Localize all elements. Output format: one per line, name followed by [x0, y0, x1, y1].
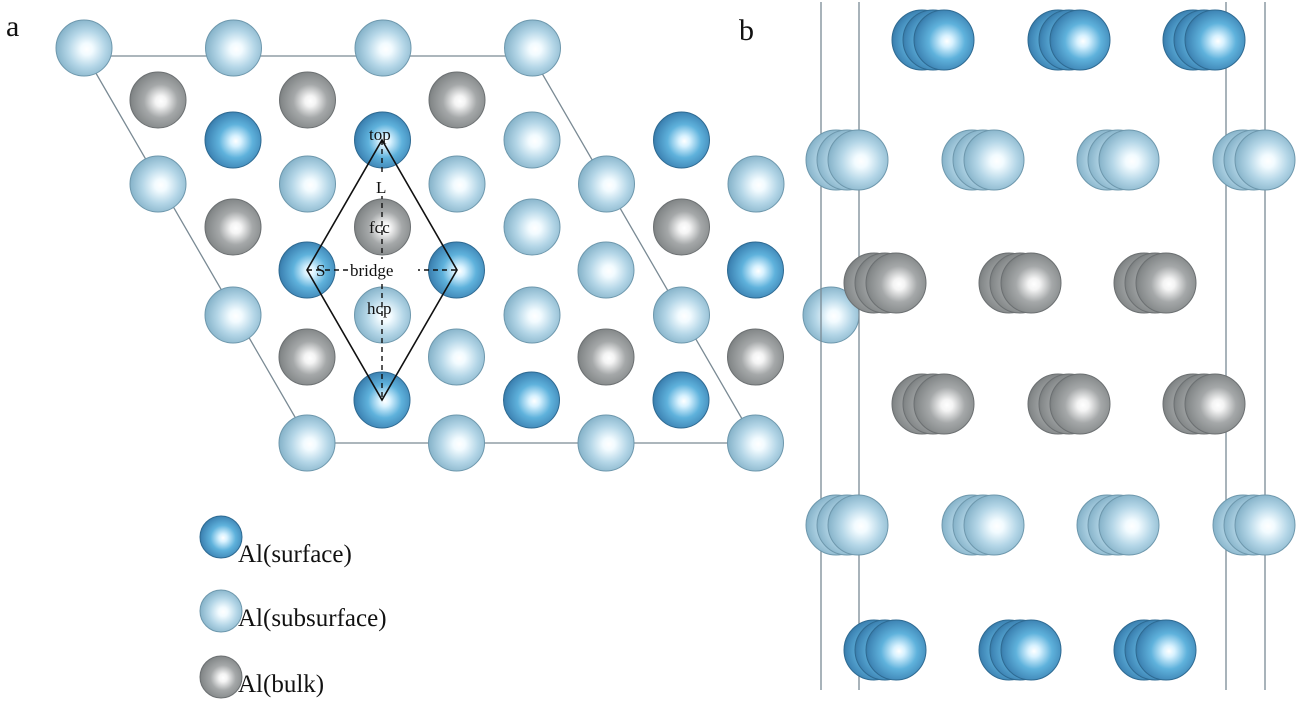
panel-b-label: b: [739, 14, 754, 47]
legend-swatch-subsurface: [199, 589, 243, 633]
atom-subsurface: [205, 19, 262, 77]
atom-subsurface: [727, 414, 784, 472]
legend-label-bulk: Al(bulk): [238, 671, 324, 698]
side-atom-subsurface: [963, 494, 1025, 556]
side-atom-bulk: [865, 252, 927, 314]
side-atom-subsurface: [963, 129, 1025, 191]
side-atom-bulk: [1184, 373, 1246, 435]
atom-bulk: [278, 328, 336, 386]
side-view-atoms: [805, 9, 1296, 681]
adsorption-site-diagram: top L fcc S bridge hcp: [306, 125, 458, 402]
site-label-fcc: fcc: [369, 218, 390, 237]
unit-cell-outline: [84, 55, 758, 444]
atom-surface: [727, 241, 784, 299]
site-label-top: top: [369, 125, 391, 144]
atom-subsurface: [55, 19, 113, 77]
side-atom-surface: [1000, 619, 1062, 681]
atom-bulk: [279, 71, 336, 129]
side-atom-bulk: [1135, 252, 1197, 314]
atom-subsurface: [503, 286, 561, 344]
atom-surface: [653, 111, 710, 169]
atom-subsurface: [653, 286, 710, 344]
atom-bulk: [129, 71, 187, 129]
atom-surface: [204, 111, 262, 169]
panel-a-label: a: [6, 10, 19, 43]
side-atom-subsurface: [1098, 129, 1160, 191]
atom-subsurface: [577, 414, 635, 472]
atom-subsurface: [204, 286, 262, 344]
side-atom-surface: [1049, 9, 1111, 71]
atom-subsurface: [354, 19, 412, 77]
atom-subsurface: [578, 155, 635, 213]
atom-bulk: [727, 328, 784, 386]
atom-subsurface: [428, 155, 486, 213]
side-atom-bulk: [1000, 252, 1062, 314]
top-view-atoms: [55, 19, 860, 472]
legend: Al(surface) Al(subsurface) Al(bulk): [199, 515, 387, 699]
side-atom-subsurface: [1098, 494, 1160, 556]
site-rhombus: [306, 138, 458, 402]
legend-label-subsurface: Al(subsurface): [238, 605, 387, 632]
atom-bulk: [204, 198, 262, 256]
site-label-L: L: [376, 178, 386, 197]
atom-subsurface: [278, 414, 336, 472]
atom-bulk: [653, 198, 710, 256]
side-atom-surface: [1184, 9, 1246, 71]
atom-subsurface: [279, 155, 336, 213]
atom-subsurface: [503, 111, 561, 169]
site-label-bridge: bridge: [350, 261, 393, 280]
side-atom-subsurface: [827, 494, 889, 556]
atom-subsurface: [503, 198, 561, 256]
site-label-S: S: [316, 261, 325, 280]
legend-label-surface: Al(surface): [238, 541, 352, 568]
atom-subsurface: [428, 414, 485, 472]
panel-b: b: [739, 2, 1296, 690]
atom-bulk: [577, 328, 635, 386]
side-atom-surface: [865, 619, 927, 681]
atom-subsurface: [577, 241, 635, 299]
atom-bulk: [428, 71, 486, 129]
site-label-hcp: hcp: [367, 299, 392, 318]
atom-subsurface: [504, 19, 561, 77]
side-atom-subsurface: [1234, 129, 1296, 191]
atom-subsurface: [129, 155, 187, 213]
atom-surface: [652, 371, 710, 429]
side-atom-subsurface: [1234, 494, 1296, 556]
side-atom-surface: [1135, 619, 1197, 681]
side-atom-surface: [913, 9, 975, 71]
legend-swatch-surface: [199, 515, 243, 559]
side-atom-bulk: [913, 373, 975, 435]
atom-subsurface: [727, 155, 785, 213]
panel-a: a Al(surface) Al(subsurface) Al(bulk) to…: [6, 10, 860, 699]
atom-surface: [503, 371, 560, 429]
atom-subsurface: [428, 328, 485, 386]
side-atom-bulk: [1049, 373, 1111, 435]
legend-swatch-bulk: [199, 655, 243, 699]
side-atom-subsurface: [827, 129, 889, 191]
